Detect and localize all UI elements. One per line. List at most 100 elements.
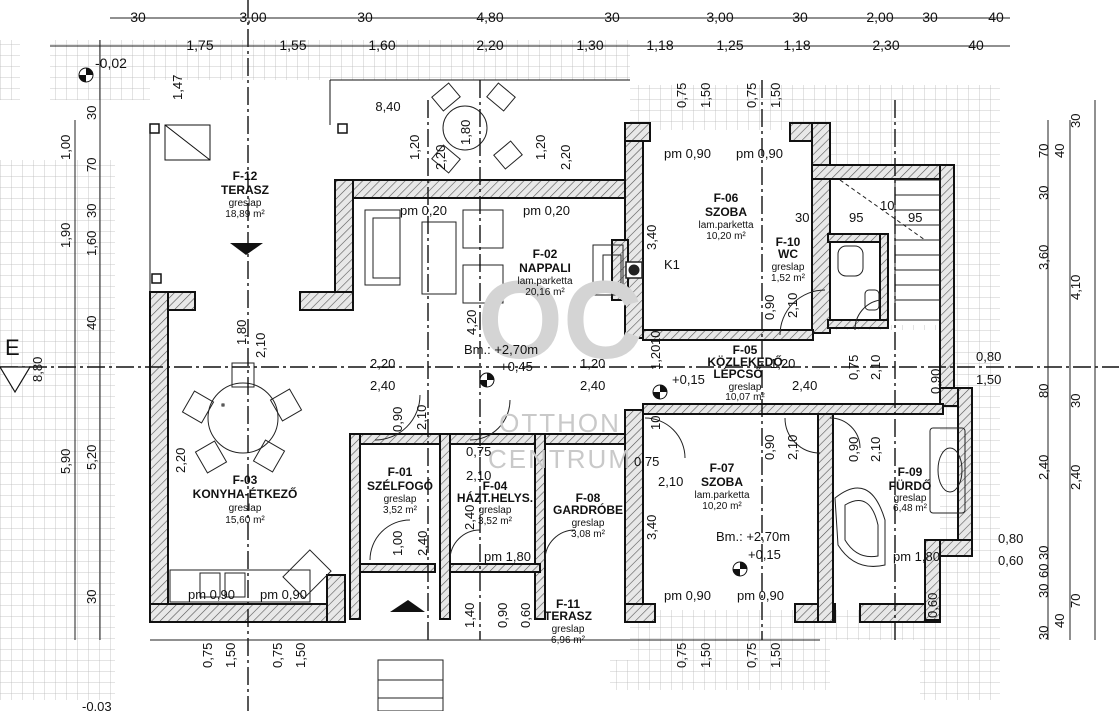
dimension-lines	[50, 17, 1096, 641]
top2-dim-7: 1,25	[716, 37, 743, 53]
walls	[149, 122, 973, 623]
room-name: TERASZ	[221, 183, 269, 197]
left-dim-9: 8,80	[30, 357, 45, 382]
room-area: 20,16 m²	[525, 287, 565, 298]
opening-label: 10	[880, 198, 894, 213]
right-dim-4: 30	[1036, 186, 1051, 200]
level-markers	[78, 67, 748, 577]
vert-label: 3,40	[644, 515, 659, 540]
room-material: greslap	[552, 624, 585, 635]
room-code: F-07	[710, 461, 735, 475]
right-dim-9: 2,40	[1036, 455, 1051, 480]
top2-dim-9: 2,30	[872, 37, 899, 53]
room-material: lam.parketta	[694, 490, 749, 501]
vert-label: 0,90	[390, 407, 405, 432]
room-name: SZÉLFOGÓ	[367, 478, 433, 493]
opening-label: 0,80	[976, 349, 1001, 364]
top-dim-3: 30	[357, 9, 373, 25]
sill-label: pm 0,90	[260, 587, 307, 602]
vert-label: 4,20	[464, 310, 479, 335]
room-code: F-10	[776, 235, 801, 249]
vert-label: 0,90	[762, 295, 777, 320]
room-code: F-12	[233, 169, 258, 183]
room-area: 10,07 m²	[725, 392, 765, 403]
top-dim-7: 30	[792, 9, 808, 25]
room-labels: F-12 TERASZ greslap 18,89 m² F-02 NAPPAL…	[193, 169, 932, 646]
bottom-dim: 0,75	[270, 643, 285, 668]
sill-label: pm 0,20	[400, 203, 447, 218]
left-dim-2: 30	[84, 106, 99, 120]
room-area: 3,52 m²	[383, 505, 418, 516]
right-dim-14: 70	[1068, 594, 1083, 608]
room-code: F-04	[483, 479, 508, 493]
top2-dim-6: 1,18	[646, 37, 673, 53]
top-dim-2: 3,00	[239, 9, 266, 25]
vert-label: 2,20	[433, 145, 448, 170]
opening-label: 0,75	[466, 444, 491, 459]
ceiling-height-label: Bm.: +2,70m	[464, 342, 538, 357]
bottom-dimensions: 0,75 1,50 0,75 1,50 0,75 1,50 0,75 1,50 …	[82, 643, 783, 711]
annotations: 8,40 1,80 1,80 pm 0,20 pm 0,20 pm 0,90 p…	[173, 83, 1023, 628]
watermark: OC OTTHON CENTRUM	[478, 259, 643, 474]
interior	[150, 80, 945, 660]
vert-label: 1,20	[407, 135, 422, 160]
opening-label: 0,80	[998, 531, 1023, 546]
top-dim-8: 2,00	[866, 9, 893, 25]
vert-label: 2,10	[868, 437, 883, 462]
bottom-level: -0,03	[82, 699, 112, 711]
opening-label: 2,10	[658, 474, 683, 489]
vert-label: 1,00	[390, 531, 405, 556]
room-code: F-08	[576, 491, 601, 505]
vert-label: 2,10	[785, 293, 800, 318]
left-dim-8: 40	[84, 316, 99, 330]
left-level: -0,02	[95, 55, 127, 71]
vert-label: 0,90	[495, 603, 510, 628]
vert-label: 0,75	[674, 83, 689, 108]
right-dim-12: 60	[1036, 564, 1051, 578]
right-dim-10: 2,40	[1068, 465, 1083, 490]
room-material: lam.parketta	[698, 220, 753, 231]
opening-label: 2,40	[792, 378, 817, 393]
left-dim-5: 30	[84, 204, 99, 218]
table-size-label: 1,80	[458, 120, 473, 145]
svg-text:OC: OC	[478, 259, 643, 382]
room-name: SZOBA	[701, 475, 743, 489]
top-dimensions: 30 3,00 30 4,80 30 3,00 30 2,00 30 40 1,…	[130, 9, 1004, 53]
sill-label: pm 0,90	[664, 146, 711, 161]
room-area: 15,60 m²	[225, 515, 265, 526]
room-name: WC	[778, 247, 798, 261]
bottom-dim: 0,75	[744, 643, 759, 668]
right-dim-7: 80	[1036, 384, 1051, 398]
vert-label: 0,90	[928, 369, 943, 394]
vert-label: 2,10	[868, 355, 883, 380]
vert-label: 0,75	[846, 355, 861, 380]
opening-label: 1,20	[770, 356, 795, 371]
top-dim-1: 30	[130, 9, 146, 25]
room-material: greslap	[229, 503, 262, 514]
room-area: 10,20 m²	[706, 231, 746, 242]
sill-label: pm 1,80	[893, 549, 940, 564]
watermark-line1: OTTHON	[499, 408, 621, 438]
entry-arrows	[230, 243, 425, 612]
bottom-dim: 1,50	[293, 643, 308, 668]
ceiling-height-label: Bm.: +2,70m	[716, 529, 790, 544]
room-area: 10,20 m²	[702, 501, 742, 512]
right-dim-15: 40	[1052, 614, 1067, 628]
top2-dim-3: 1,60	[368, 37, 395, 53]
room-area: 3,52 m²	[478, 516, 513, 527]
room-name: NAPPALI	[519, 261, 571, 275]
right-dim-1: 30	[1068, 114, 1083, 128]
top-dim-10: 40	[988, 9, 1004, 25]
opening-label: 0,75	[634, 454, 659, 469]
left-dim-7: 1,60	[84, 231, 99, 256]
level-label: +0,45	[500, 359, 533, 374]
left-dim-4: 70	[84, 158, 99, 172]
top2-dim-5: 1,30	[576, 37, 603, 53]
vert-label: 2,40	[415, 531, 430, 556]
vert-label: 1,40	[462, 603, 477, 628]
room-name: KONYHA-ÉTKEZŐ	[193, 486, 298, 501]
top2-dim-10: 40	[968, 37, 984, 53]
opening-label: 1,50	[976, 372, 1001, 387]
room-material: greslap	[479, 505, 512, 516]
right-dimensions: 30 70 40 30 3,60 4,10 80 30 2,40 2,40 30…	[1036, 114, 1083, 640]
